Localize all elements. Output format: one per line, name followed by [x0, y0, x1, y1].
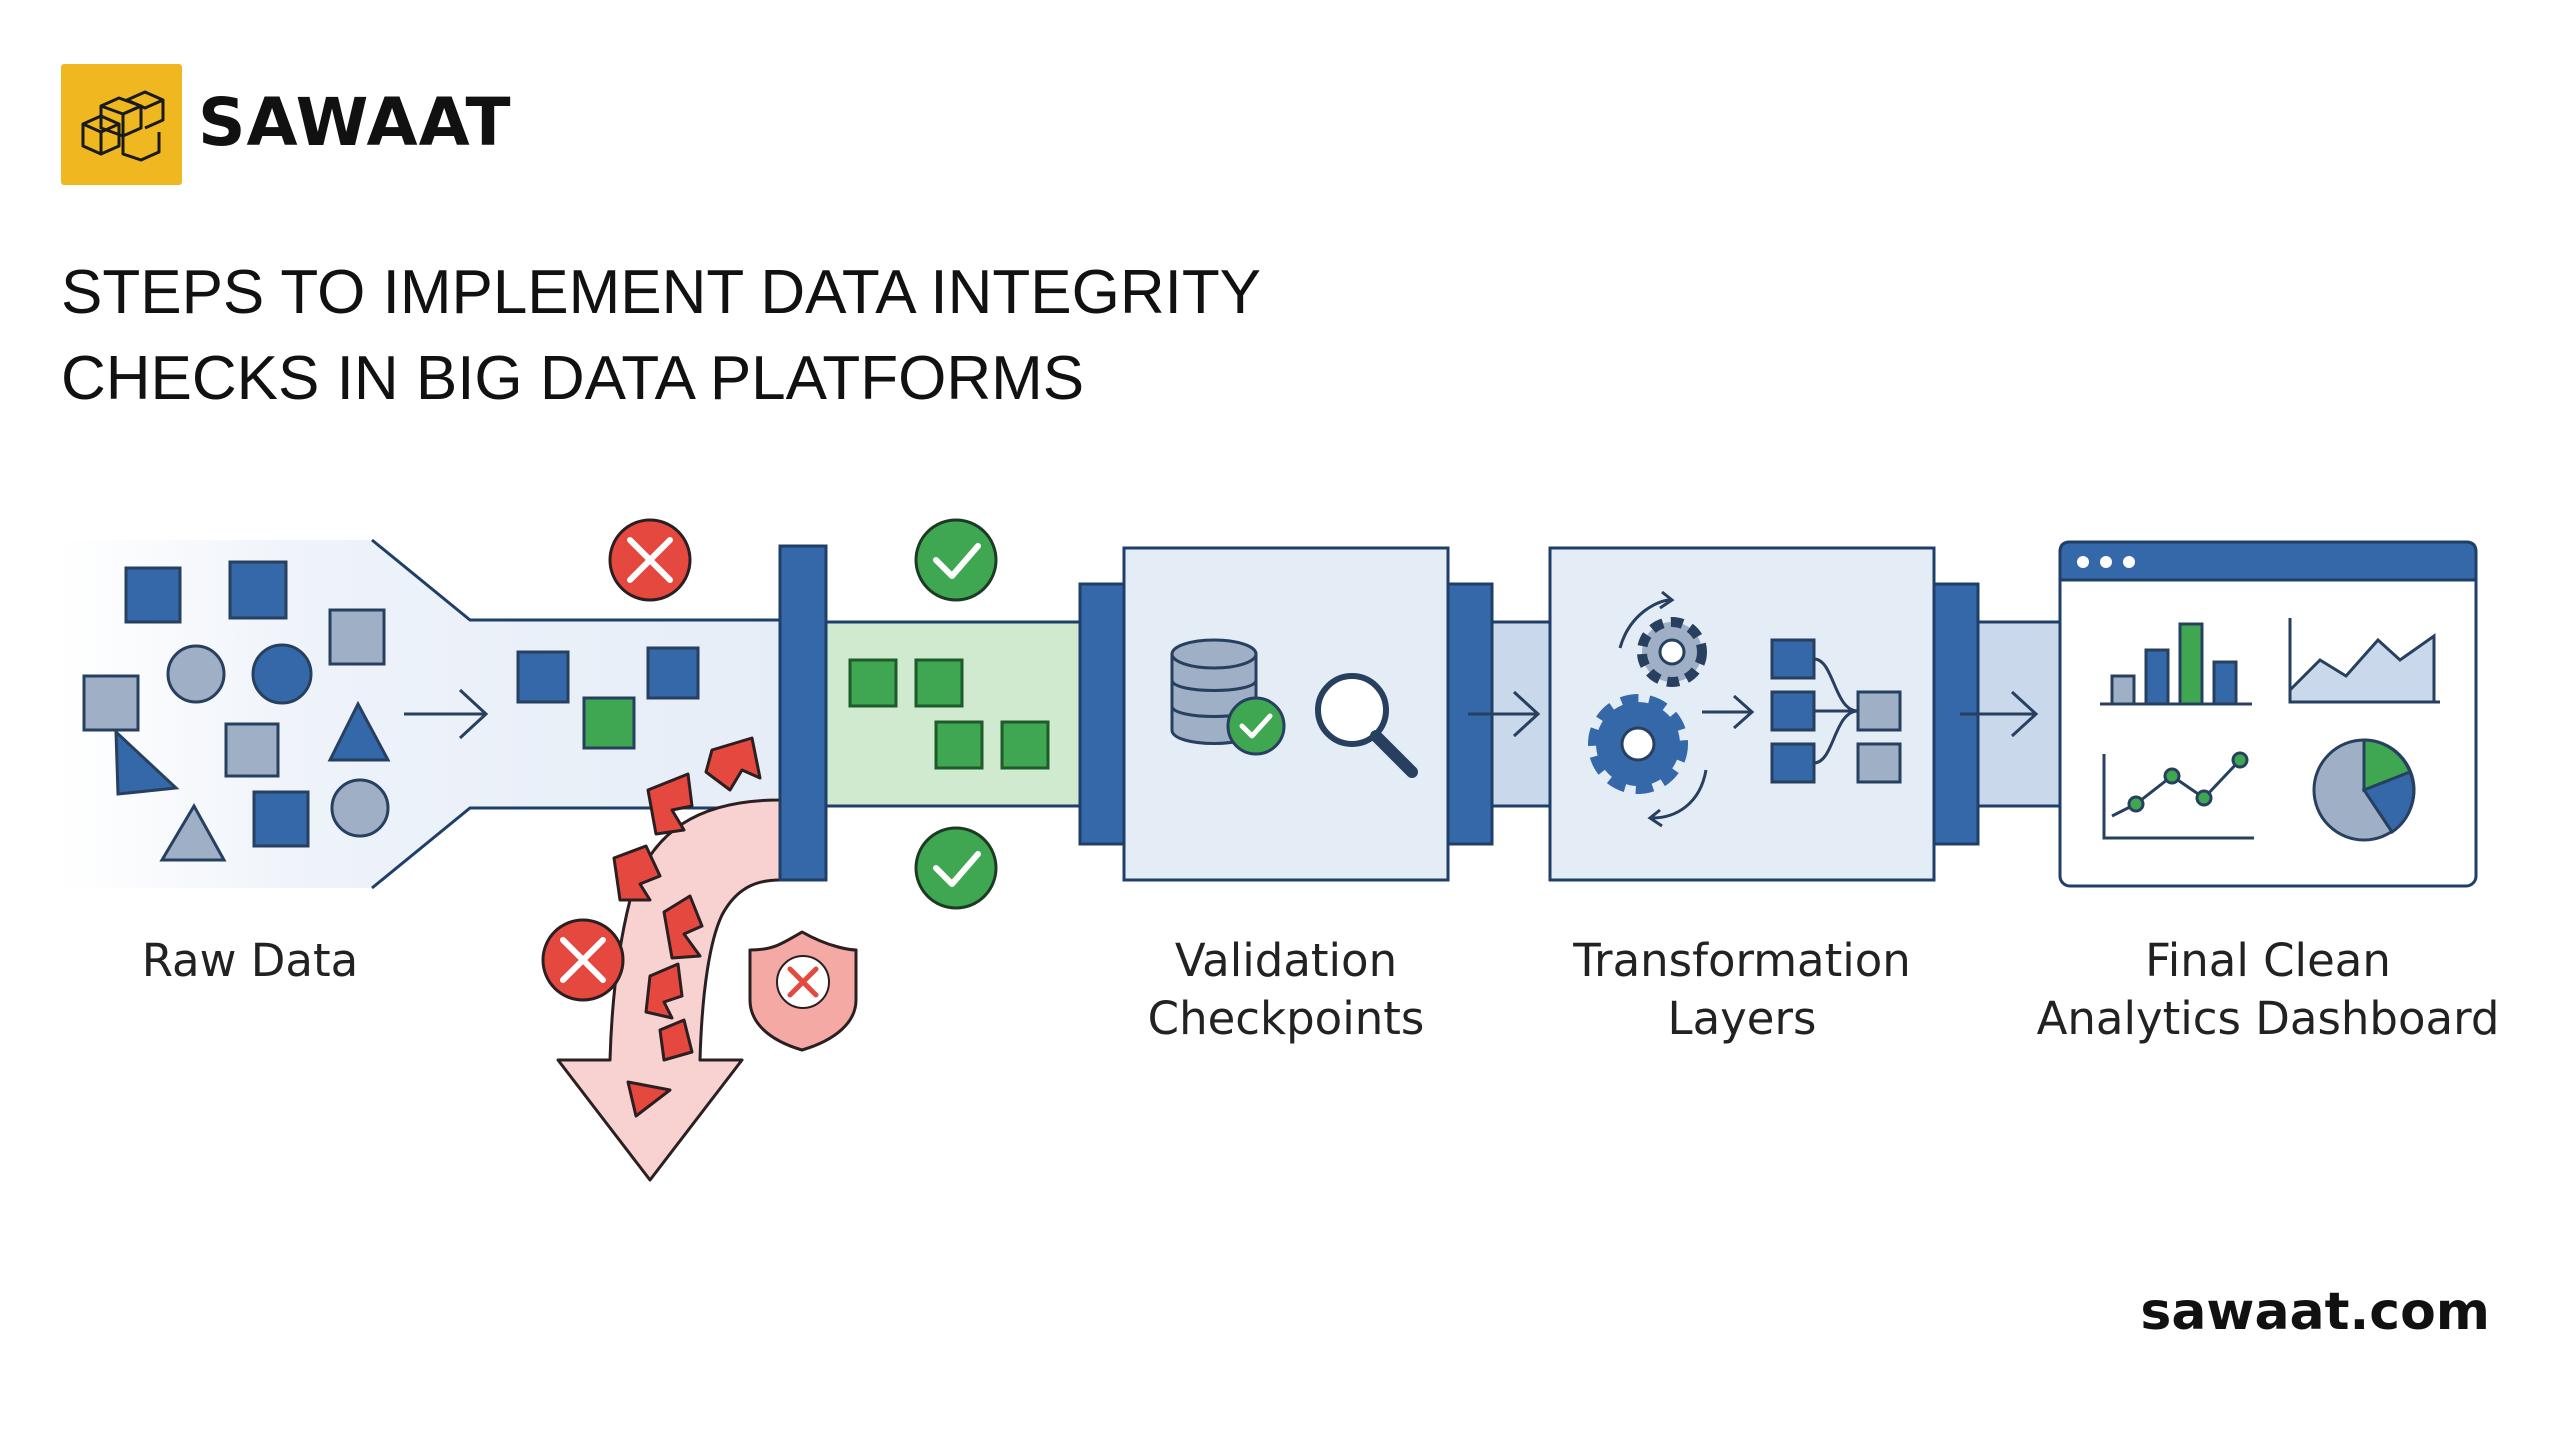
bar-chart-icon	[2100, 622, 2252, 706]
gear-icon	[1588, 694, 1688, 794]
title-line-2: CHECKS IN BIG DATA PLATFORMS	[61, 344, 1085, 413]
transformation-label-line-2: Layers	[1667, 992, 1817, 1045]
validation-label-line-1: Validation	[1174, 934, 1398, 987]
arrow-right-icon	[1702, 694, 1755, 730]
pie-chart-icon	[2312, 738, 2416, 842]
analytics-dashboard-window	[2058, 540, 2478, 888]
reject-x-icon	[608, 518, 692, 602]
clean-data-zone	[824, 620, 1082, 808]
brand-logo	[61, 64, 182, 185]
arrow-right-icon	[1960, 690, 2039, 738]
dashboard-label-line-2: Analytics Dashboard	[2036, 992, 2500, 1045]
magnifier-icon	[1315, 673, 1418, 778]
check-icon	[914, 518, 998, 602]
line-chart-icon	[2102, 751, 2254, 840]
raw-data-label: Raw Data	[141, 934, 359, 987]
rejected-shards	[612, 736, 762, 1118]
stage-label-transformation: Transformation Layers	[1542, 932, 1942, 1048]
data-layers-icon	[1770, 638, 1902, 784]
validation-label-line-2: Checkpoints	[1147, 992, 1425, 1045]
dashboard-label-line-1: Final Clean	[2145, 934, 2391, 987]
stacked-boxes-icon	[81, 90, 165, 162]
brand-name: SAWAAT	[198, 84, 512, 161]
pipe-connector	[1078, 582, 1126, 846]
stage-label-validation: Validation Checkpoints	[1086, 932, 1486, 1048]
transformation-label-line-1: Transformation	[1573, 934, 1911, 987]
clean-data-shapes	[848, 658, 1050, 770]
cycle-arrow-icon	[1647, 769, 1708, 828]
title-line-1: STEPS TO IMPLEMENT DATA INTEGRITY	[61, 258, 1262, 327]
reject-x-icon	[541, 918, 625, 1002]
filter-gate	[778, 544, 828, 882]
page-title: STEPS TO IMPLEMENT DATA INTEGRITY CHECKS…	[61, 250, 1261, 422]
arrow-right-icon	[1468, 690, 1541, 738]
pipe-shapes	[516, 646, 700, 750]
cycle-arrow-icon	[1618, 590, 1675, 649]
gear-icon	[1637, 617, 1707, 687]
footer-url: sawaat.com	[2140, 1282, 2490, 1342]
funnel-top-edge	[371, 538, 790, 622]
database-check-icon	[1170, 638, 1286, 756]
area-chart-icon	[2288, 618, 2440, 704]
stage-label-raw-data: Raw Data	[130, 932, 370, 990]
dashboard-titlebar	[2058, 540, 2478, 582]
check-icon	[914, 826, 998, 910]
stage-label-dashboard: Final Clean Analytics Dashboard	[2018, 932, 2518, 1048]
raw-data-shapes	[82, 560, 391, 862]
arrow-right-icon	[404, 688, 489, 740]
shield-x-icon	[748, 930, 858, 1052]
window-dots-icon	[2077, 556, 2135, 568]
